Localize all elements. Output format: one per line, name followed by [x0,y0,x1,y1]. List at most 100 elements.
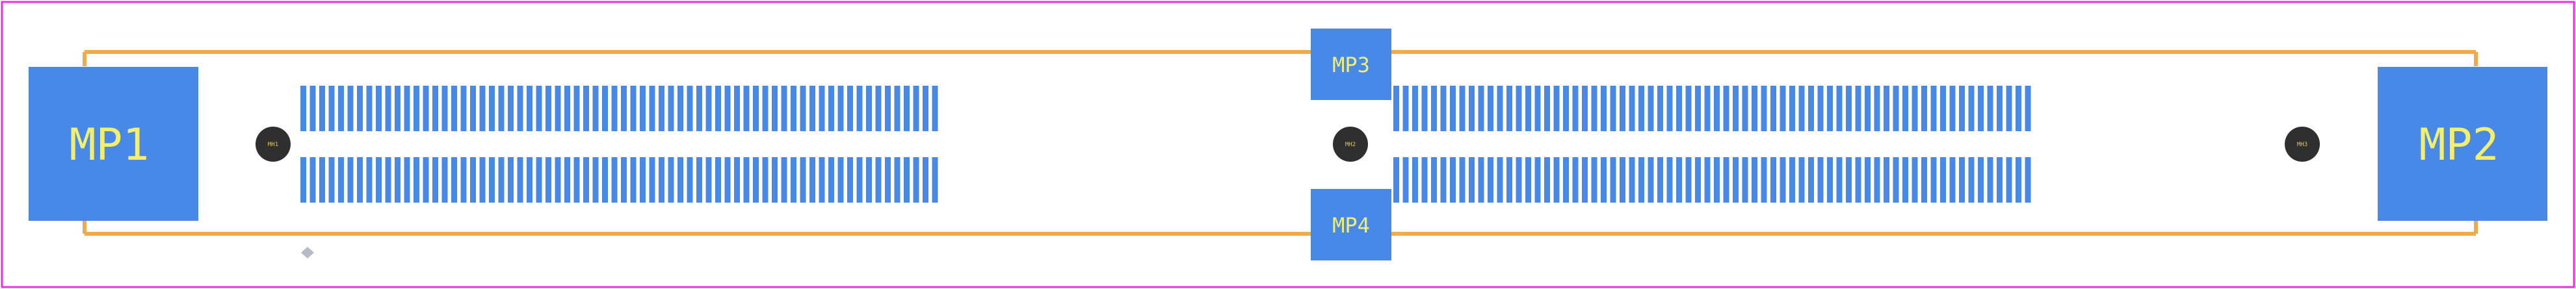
signal-pin-bank1-bottom-32[interactable] [592,157,599,203]
signal-pin-bank1-top-3[interactable] [319,86,325,131]
signal-pin-bank2-bottom-56[interactable] [1912,157,1918,203]
signal-pin-bank1-bottom-51[interactable] [772,157,778,203]
signal-pin-bank2-top-64[interactable] [1987,86,1993,131]
signal-pin-bank2-top-62[interactable] [1968,86,1975,131]
signal-pin-bank2-bottom-41[interactable] [1770,157,1776,203]
signal-pin-bank2-top-44[interactable] [1798,86,1805,131]
signal-pin-bank1-top-37[interactable] [640,86,646,131]
signal-pin-bank2-bottom-53[interactable] [1884,157,1889,203]
signal-pin-bank1-top-67[interactable] [923,86,928,131]
signal-pin-bank1-top-2[interactable] [309,86,316,131]
signal-pin-bank1-top-25[interactable] [527,86,532,131]
signal-pin-bank1-top-4[interactable] [328,86,335,131]
signal-pin-bank2-top-58[interactable] [1930,86,1937,131]
signal-pin-bank2-bottom-21[interactable] [1582,157,1588,203]
signal-pin-bank1-top-10[interactable] [385,86,391,131]
signal-pin-bank2-bottom-62[interactable] [1968,157,1975,203]
signal-pin-bank1-bottom-9[interactable] [376,157,382,203]
signal-pin-bank2-bottom-46[interactable] [1817,157,1824,203]
signal-pin-bank2-bottom-34[interactable] [1704,157,1711,203]
signal-pin-bank2-top-50[interactable] [1855,86,1861,131]
signal-pin-bank2-bottom-18[interactable] [1553,157,1560,203]
signal-pin-bank1-top-29[interactable] [564,86,570,131]
pad-mp2-shape[interactable] [2378,67,2547,221]
signal-pin-bank2-top-52[interactable] [1874,86,1880,131]
mounting-hole-right-shape[interactable] [2285,127,2320,162]
signal-pin-bank1-top-9[interactable] [376,86,382,131]
signal-pin-bank2-top-14[interactable] [1516,86,1522,131]
signal-pin-bank2-top-46[interactable] [1817,86,1824,131]
signal-pin-bank2-top-8[interactable] [1459,86,1465,131]
signal-pin-bank1-top-66[interactable] [913,86,919,131]
signal-pin-bank1-top-46[interactable] [724,86,731,131]
signal-pin-bank1-top-26[interactable] [536,86,542,131]
signal-pin-bank2-bottom-45[interactable] [1808,157,1814,203]
signal-pin-bank2-bottom-61[interactable] [1959,157,1965,203]
signal-pin-bank2-bottom-60[interactable] [1949,157,1956,203]
signal-pin-bank1-bottom-46[interactable] [724,157,731,203]
signal-pin-bank1-top-39[interactable] [659,86,664,131]
signal-pin-bank1-top-68[interactable] [932,86,938,131]
signal-pin-bank1-bottom-25[interactable] [527,157,532,203]
signal-pin-bank1-top-24[interactable] [517,86,523,131]
signal-pin-bank1-bottom-16[interactable] [441,157,448,203]
signal-pin-bank2-bottom-44[interactable] [1798,157,1805,203]
signal-pin-bank2-bottom-29[interactable] [1657,157,1663,203]
signal-pin-bank1-bottom-12[interactable] [404,157,410,203]
signal-pin-bank2-bottom-63[interactable] [1978,157,1984,203]
signal-pin-bank1-top-11[interactable] [395,86,401,131]
signal-pin-bank1-bottom-22[interactable] [498,157,505,203]
pad-mp4-shape[interactable] [1311,189,1391,260]
signal-pin-bank2-bottom-30[interactable] [1666,157,1673,203]
mounting-hole-left[interactable]: MH1 [256,127,291,162]
signal-pin-bank2-top-4[interactable] [1421,86,1428,131]
signal-pin-bank2-top-65[interactable] [1997,86,2003,131]
signal-pin-bank1-top-8[interactable] [366,86,373,131]
signal-pin-bank1-bottom-67[interactable] [923,157,928,203]
signal-pin-bank1-bottom-40[interactable] [668,157,674,203]
signal-pin-bank1-top-1[interactable] [300,86,306,131]
signal-pin-bank2-bottom-68[interactable] [2025,157,2031,203]
signal-pin-bank1-bottom-30[interactable] [573,157,580,203]
signal-pin-bank1-bottom-43[interactable] [696,157,702,203]
signal-pin-bank1-bottom-61[interactable] [866,157,872,203]
signal-pin-bank2-top-48[interactable] [1836,86,1843,131]
signal-pin-bank2-top-1[interactable] [1393,86,1399,131]
signal-pin-bank2-top-43[interactable] [1789,86,1795,131]
signal-pin-bank2-top-55[interactable] [1902,86,1908,131]
signal-pin-bank2-bottom-28[interactable] [1648,157,1654,203]
signal-pin-bank1-top-23[interactable] [508,86,514,131]
signal-pin-bank2-top-47[interactable] [1827,86,1833,131]
signal-pin-bank1-bottom-5[interactable] [338,157,344,203]
signal-pin-bank2-bottom-42[interactable] [1780,157,1786,203]
mounting-hole-left-shape[interactable] [256,127,291,162]
signal-pin-bank2-bottom-14[interactable] [1516,157,1522,203]
signal-pin-bank1-bottom-49[interactable] [753,157,759,203]
signal-pin-bank2-top-61[interactable] [1959,86,1965,131]
signal-pin-bank1-top-50[interactable] [762,86,769,131]
signal-pin-bank1-top-44[interactable] [705,86,712,131]
signal-pin-bank1-bottom-52[interactable] [781,157,787,203]
signal-pin-bank2-top-53[interactable] [1884,86,1889,131]
signal-pin-bank1-top-64[interactable] [894,86,900,131]
signal-pin-bank2-bottom-11[interactable] [1488,157,1493,203]
signal-pin-bank1-bottom-26[interactable] [536,157,542,203]
signal-pin-bank2-bottom-40[interactable] [1761,157,1767,203]
signal-pin-bank2-bottom-20[interactable] [1572,157,1579,203]
signal-pin-bank2-bottom-57[interactable] [1921,157,1927,203]
signal-pin-bank2-top-5[interactable] [1431,86,1437,131]
signal-pin-bank2-top-36[interactable] [1723,86,1729,131]
signal-pin-bank1-top-32[interactable] [592,86,599,131]
signal-pin-bank2-bottom-16[interactable] [1534,157,1541,203]
signal-pin-bank2-bottom-10[interactable] [1478,157,1484,203]
signal-pin-bank1-top-20[interactable] [479,86,486,131]
signal-pin-bank2-bottom-37[interactable] [1733,157,1739,203]
signal-pin-bank1-top-21[interactable] [489,86,495,131]
signal-pin-bank1-bottom-28[interactable] [555,157,561,203]
signal-pin-bank2-bottom-33[interactable] [1695,157,1701,203]
signal-pin-bank2-top-45[interactable] [1808,86,1814,131]
signal-pin-bank2-top-15[interactable] [1525,86,1531,131]
signal-pin-bank1-top-48[interactable] [743,86,750,131]
signal-pin-bank2-bottom-43[interactable] [1789,157,1795,203]
signal-pin-bank2-bottom-7[interactable] [1450,157,1456,203]
